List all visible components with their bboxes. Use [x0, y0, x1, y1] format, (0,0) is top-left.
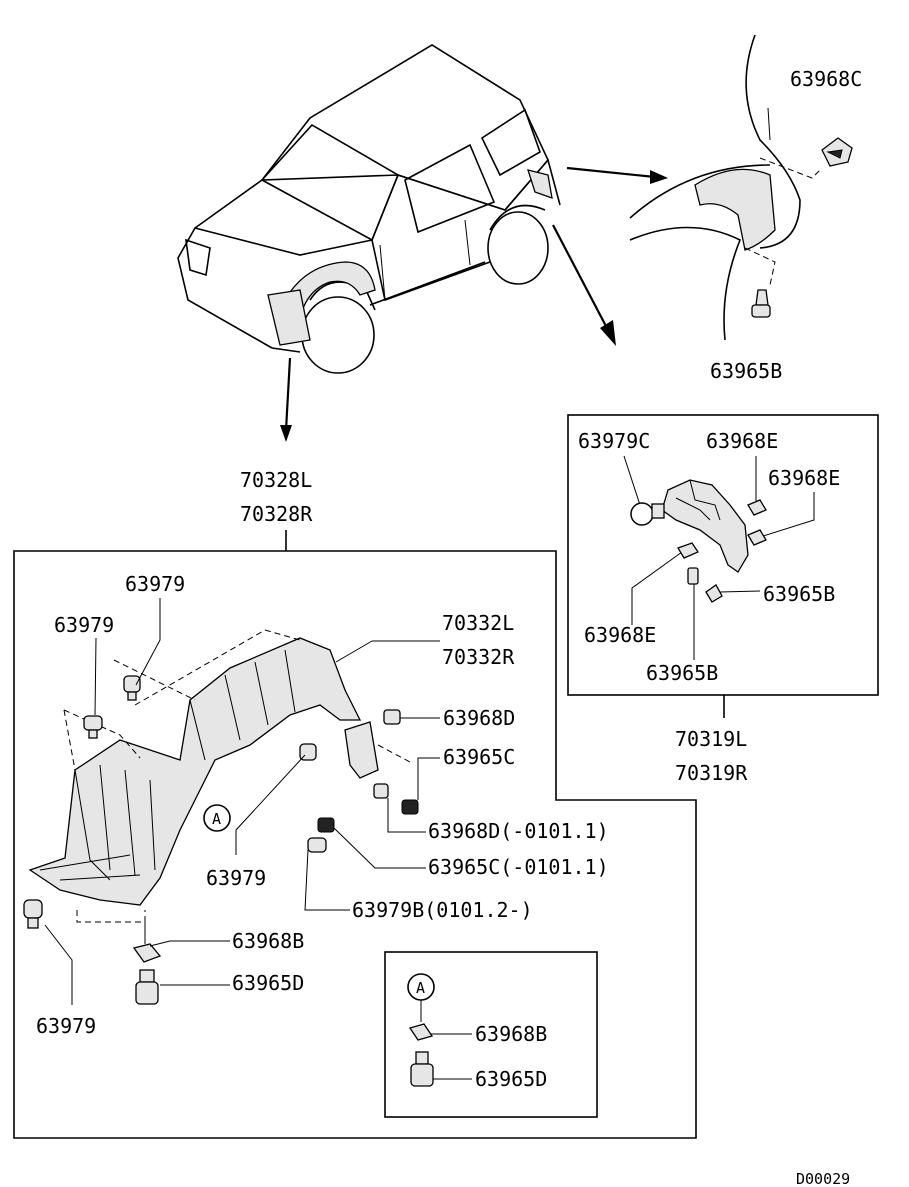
label-63965b-right: 63965B: [763, 582, 835, 606]
label-63979-center: 63979: [206, 866, 266, 890]
label-63965c-range: 63965C(-0101.1): [428, 855, 609, 879]
label-63979-bottom: 63979: [36, 1014, 96, 1038]
label-63968b: 63968B: [232, 929, 304, 953]
label-70332r: 70332R: [442, 645, 515, 669]
label-63968c: 63968C: [790, 67, 862, 91]
inset-circle-label: A: [416, 979, 425, 997]
inset-label-63965d: 63965D: [475, 1067, 547, 1091]
front-leader-lines: [44, 598, 440, 1005]
label-63968e-left: 63968E: [584, 623, 656, 647]
inset-box-a: [384, 951, 598, 1118]
label-63979-left: 63979: [54, 613, 114, 637]
label-70332l: 70332L: [442, 611, 514, 635]
vehicle-illustration: [177, 44, 561, 374]
rear-liner-parts: [623, 455, 815, 660]
label-70319r: 70319R: [675, 761, 748, 785]
front-liner-part: [28, 629, 411, 923]
label-63979b-range: 63979B(0101.2-): [352, 898, 533, 922]
label-63965c: 63965C: [443, 745, 515, 769]
pointer-arrows: [280, 166, 668, 442]
diagram-code: D00029: [796, 1170, 850, 1187]
label-63965d: 63965D: [232, 971, 304, 995]
inset-parts: [407, 973, 472, 1087]
label-70328r: 70328R: [240, 502, 313, 526]
circle-a-label: A: [212, 810, 221, 828]
label-63965b-bottom: 63965B: [646, 661, 718, 685]
label-63968d: 63968D: [443, 706, 515, 730]
label-63968d-range: 63968D(-0101.1): [428, 819, 609, 843]
front-fasteners: [23, 675, 419, 1005]
rear-fender-detail: [629, 34, 853, 341]
rear-liner-box: [567, 414, 879, 696]
label-63979-top: 63979: [125, 572, 185, 596]
label-63968e-right: 63968E: [768, 466, 840, 490]
front-liner-box: [13, 550, 697, 1139]
label-70328l: 70328L: [240, 468, 312, 492]
label-63965b-top: 63965B: [710, 359, 782, 383]
label-70319l: 70319L: [675, 727, 747, 751]
inset-label-63968b: 63968B: [475, 1022, 547, 1046]
label-63979c: 63979C: [578, 429, 650, 453]
label-63968e-top: 63968E: [706, 429, 778, 453]
